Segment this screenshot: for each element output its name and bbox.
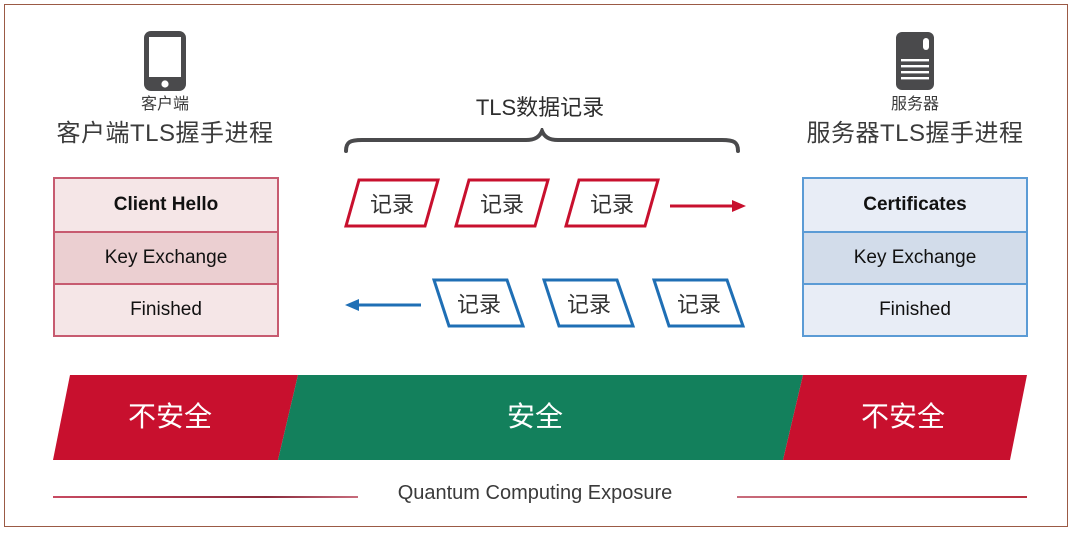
outgoing-record: 记录 — [562, 178, 662, 228]
band-segment-insecure-right — [783, 375, 1027, 460]
exposure-line-left — [53, 496, 358, 498]
records-brace — [344, 128, 740, 153]
server-step-key-exchange: Key Exchange — [804, 231, 1026, 283]
client-handshake-title: 客户端TLS握手进程 — [56, 120, 274, 147]
band-segment-secure — [278, 375, 803, 460]
server-handshake-stack: Certificates Key Exchange Finished — [802, 177, 1028, 337]
server-label: 服务器 — [890, 96, 939, 113]
outgoing-record: 记录 — [342, 178, 442, 228]
incoming-record: 记录 — [431, 278, 527, 328]
client-step-key-exchange: Key Exchange — [55, 231, 277, 283]
server-handshake-title: 服务器TLS握手进程 — [806, 120, 1024, 147]
arrow-right-icon — [670, 200, 746, 212]
diagram-frame — [4, 4, 1068, 527]
client-label: 客户端 — [140, 96, 189, 113]
band-segment-insecure-left — [53, 375, 298, 460]
quantum-exposure-label: Quantum Computing Exposure — [397, 482, 673, 504]
band-label-insecure-right: 不安全 — [860, 401, 945, 432]
band-label-insecure-left: 不安全 — [127, 401, 212, 432]
incoming-record: 记录 — [651, 278, 747, 328]
outgoing-record-label: 记录 — [589, 192, 634, 217]
client-step-client-hello: Client Hello — [55, 179, 277, 231]
client-step-finished: Finished — [55, 283, 277, 335]
smartphone-icon — [144, 31, 186, 91]
arrow-left-icon — [345, 299, 421, 311]
tls-records-title: TLS数据记录 — [475, 95, 605, 120]
outgoing-record-label: 记录 — [369, 192, 414, 217]
outgoing-record-label: 记录 — [479, 192, 524, 217]
incoming-record: 记录 — [541, 278, 637, 328]
incoming-record-label: 记录 — [566, 292, 611, 317]
incoming-record-label: 记录 — [456, 292, 501, 317]
server-step-finished: Finished — [804, 283, 1026, 335]
server-step-certificates: Certificates — [804, 179, 1026, 231]
band-label-secure: 安全 — [506, 401, 563, 432]
exposure-line-right — [737, 496, 1027, 498]
incoming-record-label: 记录 — [676, 292, 721, 317]
server-icon — [896, 32, 934, 90]
client-handshake-stack: Client Hello Key Exchange Finished — [53, 177, 279, 337]
outgoing-record: 记录 — [452, 178, 552, 228]
client-header: 客户端 客户端TLS握手进程 — [40, 30, 290, 148]
server-header: 服务器 服务器TLS握手进程 — [790, 30, 1040, 148]
